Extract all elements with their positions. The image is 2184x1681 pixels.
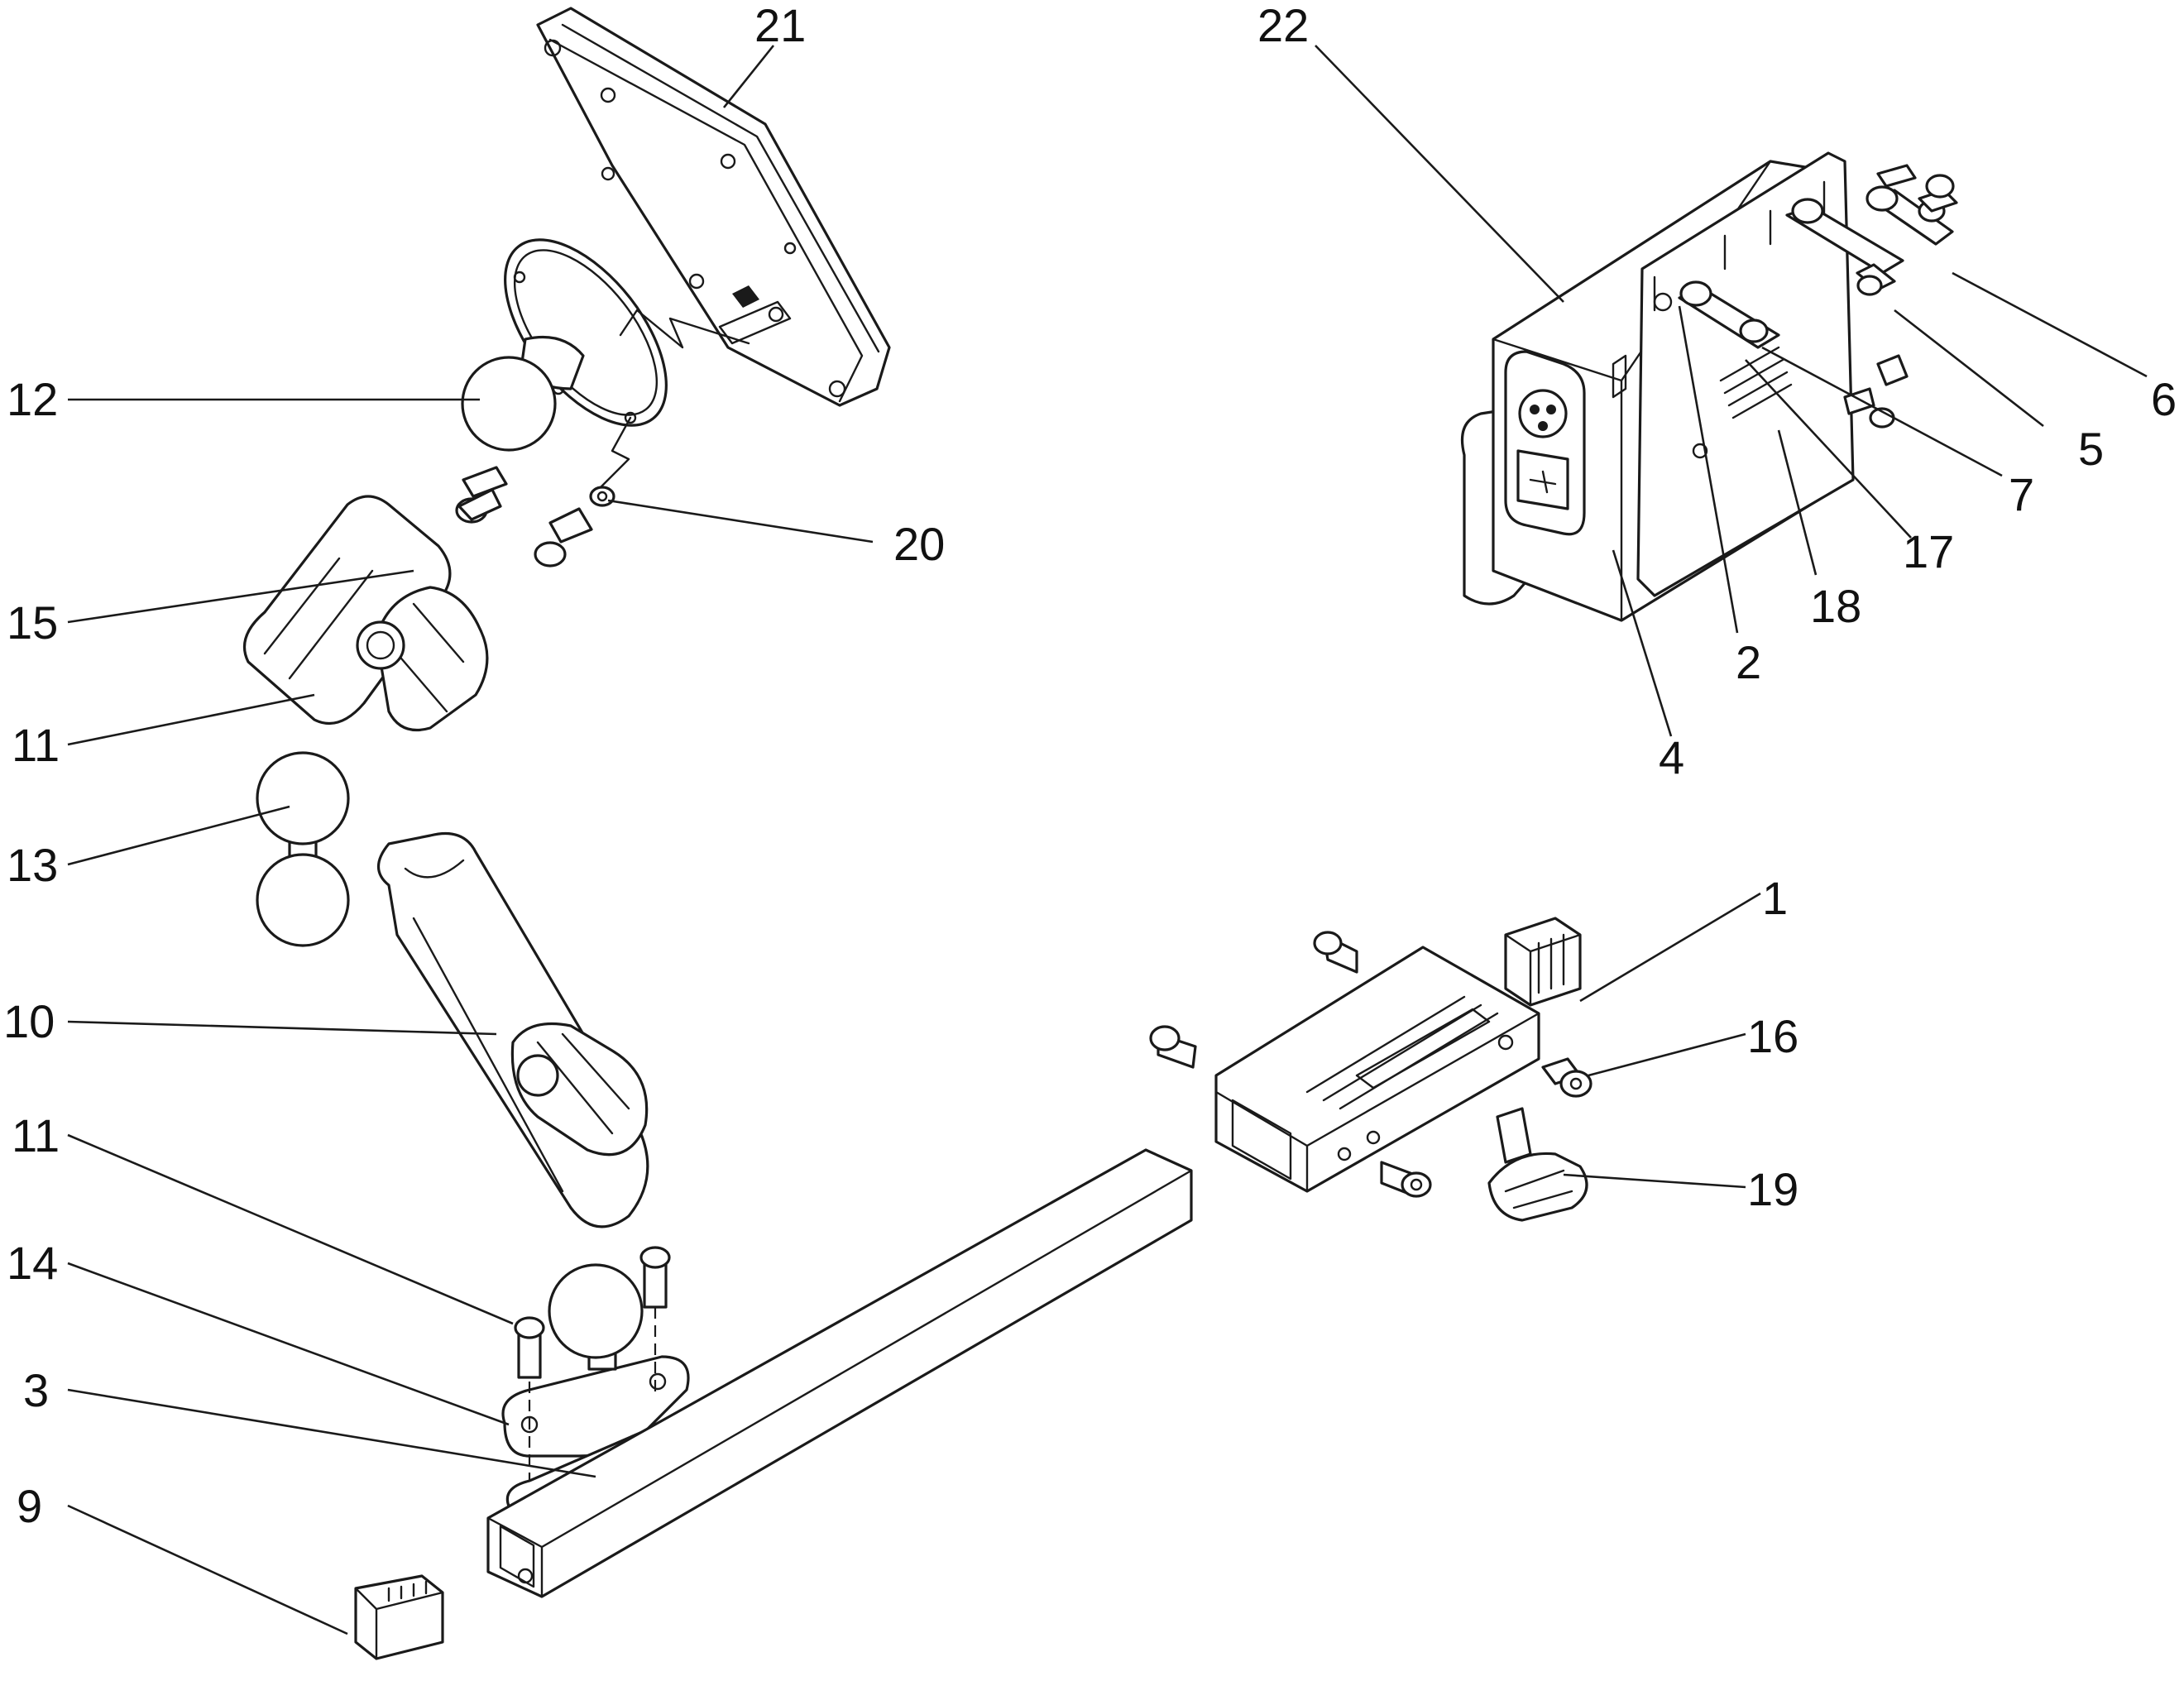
callout-19: 19	[1747, 1163, 1798, 1215]
callout-4: 4	[1659, 731, 1684, 783]
callout-9: 9	[17, 1480, 42, 1532]
socket-arm-15	[242, 495, 489, 732]
callout-3: 3	[23, 1364, 49, 1416]
end-cap-9	[354, 1574, 444, 1660]
screw-20	[455, 466, 615, 568]
callout-1: 1	[1762, 872, 1788, 924]
callout-11-upper: 11	[12, 719, 60, 771]
clamp-rail-1	[1214, 917, 1582, 1193]
knob-19	[1487, 1107, 1588, 1222]
leader-lines	[67, 45, 2148, 1636]
callout-21: 21	[754, 0, 806, 51]
callout-15: 15	[7, 596, 58, 649]
callout-10: 10	[3, 995, 55, 1047]
alignment-line-21-20	[598, 416, 632, 490]
callout-11-lower: 11	[12, 1109, 60, 1161]
ball-base-12	[461, 238, 668, 452]
alignment-line-21-12	[619, 309, 750, 349]
callout-12: 12	[7, 373, 58, 425]
callout-16: 16	[1747, 1010, 1798, 1062]
callout-5: 5	[2078, 423, 2104, 475]
callout-18: 18	[1810, 580, 1861, 632]
callout-7: 7	[2009, 468, 2034, 520]
mounting-plate-21	[536, 7, 891, 407]
callout-22: 22	[1257, 0, 1309, 51]
screws-part-1	[1149, 931, 1432, 1198]
callout-2: 2	[1736, 636, 1761, 688]
callout-labels: 21 22 12 20 15 11 13 10 11 14 3 9 1 16 1…	[3, 0, 2177, 1532]
callout-17: 17	[1903, 525, 1954, 577]
callout-14: 14	[7, 1237, 58, 1289]
screw-16	[1541, 1057, 1592, 1098]
callout-20: 20	[893, 518, 945, 570]
long-arm-10	[377, 831, 649, 1228]
callout-13: 13	[7, 839, 58, 891]
callout-6: 6	[2151, 373, 2177, 425]
dock-housing-22	[1460, 151, 1958, 622]
double-ball-13	[256, 751, 350, 947]
square-tube	[486, 1148, 1193, 1598]
